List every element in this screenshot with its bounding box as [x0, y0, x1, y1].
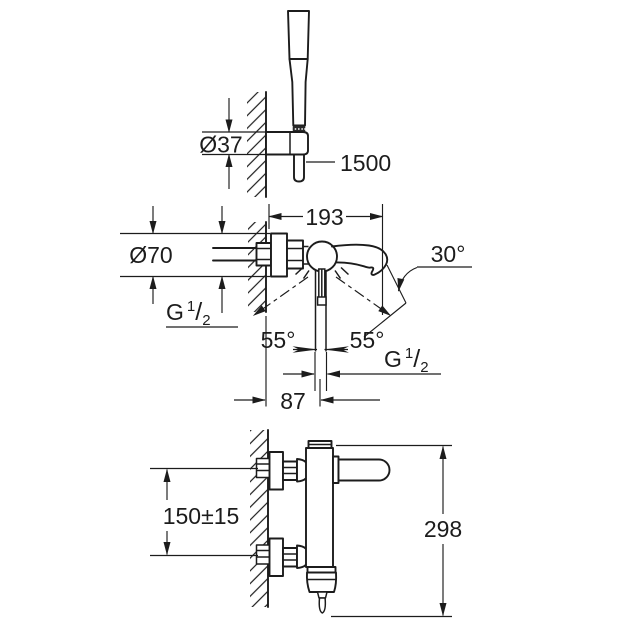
dim-inlet-spacing: 150±15 [150, 467, 258, 557]
hand-shower-handle [288, 58, 309, 127]
dim-spout-projection: 193 [268, 204, 384, 315]
tick-mark [294, 266, 304, 276]
dim-total-height: 298 [331, 444, 462, 618]
label-hose-length: 1500 [340, 150, 391, 176]
dim-escutcheon-diameter: Ø70 [120, 206, 270, 313]
tick-mark [334, 270, 342, 279]
label-total-height: 298 [424, 516, 462, 542]
lever-end [316, 296, 327, 306]
label-holder-diameter: Ø37 [199, 132, 242, 158]
spray-dot [301, 128, 303, 130]
swivel-line-left [252, 276, 309, 316]
shower-hose [293, 153, 305, 183]
hand-shower-head [287, 10, 310, 60]
spray-dot [294, 128, 297, 130]
spray-dot [304, 128, 306, 130]
union-nut [282, 460, 298, 481]
dim-hose-length: 1500 [306, 150, 391, 176]
label-escutcheon-diameter: Ø70 [129, 242, 172, 268]
label-spout-angle: 30° [431, 241, 466, 267]
dim-holder-diameter: Ø37 [199, 98, 266, 189]
union-nut-inner [255, 242, 272, 267]
escutcheon [268, 451, 284, 491]
label-outlet-offset: 87 [280, 388, 306, 414]
dim-spout-angle: 30° [363, 241, 472, 338]
shower-holder-bracket [265, 131, 309, 156]
mixer-body [305, 447, 334, 568]
label-inlet-spacing: 150±15 [163, 503, 240, 529]
spray-dot [297, 128, 300, 130]
wall-hatch [250, 430, 268, 607]
union-nut-outer [286, 239, 304, 270]
swivel-line-right [335, 276, 392, 316]
hose-connector-tip [318, 597, 327, 614]
label-spout-projection: 193 [305, 204, 343, 230]
top-view-hand-shower: Ø37 1500 [199, 10, 391, 198]
tick-mark [340, 266, 350, 276]
spout [331, 243, 389, 276]
wall-hatch [248, 222, 266, 312]
outlet-cup [305, 571, 338, 593]
escutcheon [270, 232, 288, 278]
lever-handle [337, 458, 391, 482]
outlet-nipple [316, 591, 328, 599]
wall-hatch [247, 92, 266, 197]
bottom-view-mixer-elevation: 150±15 298 [150, 429, 462, 618]
dim-outlet-offset: 87 [234, 316, 380, 414]
label-swivel-right: 55° [350, 327, 385, 353]
escutcheon [268, 537, 284, 577]
union-nut [282, 547, 298, 568]
tick-mark [302, 270, 310, 279]
